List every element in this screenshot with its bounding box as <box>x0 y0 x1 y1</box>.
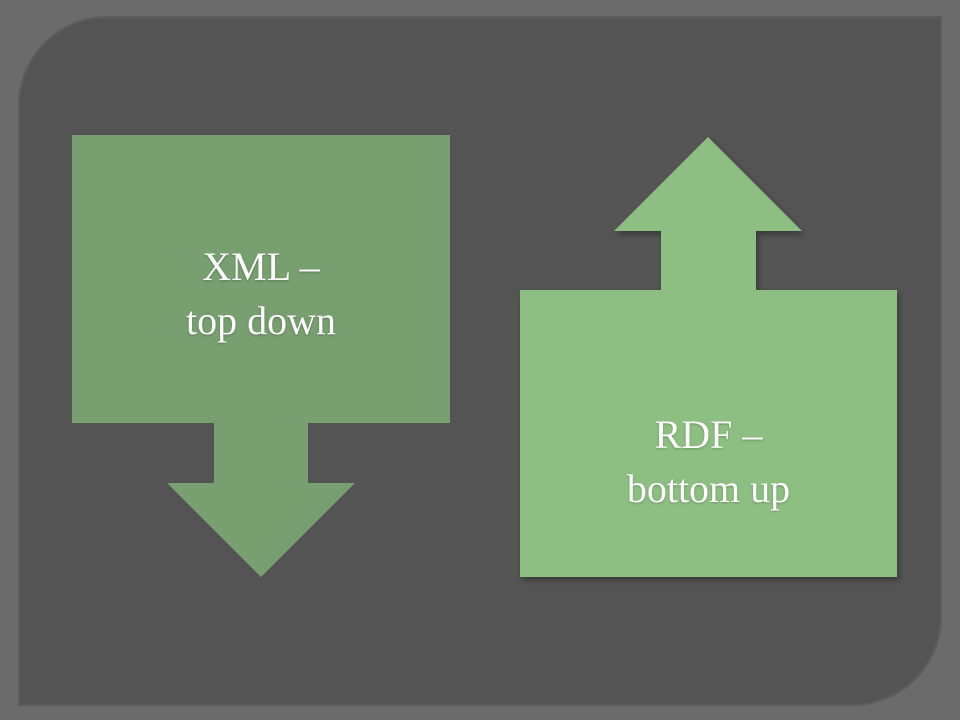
rdf-up-arrow-callout <box>520 137 897 577</box>
xml-label-line1: XML – <box>202 244 320 289</box>
rdf-label-line2: bottom up <box>626 466 791 511</box>
rdf-label-line1: RDF – <box>654 412 763 457</box>
xml-down-arrow-callout <box>72 135 450 577</box>
xml-label: XML – top down <box>72 240 450 348</box>
rdf-label: RDF – bottom up <box>520 408 897 516</box>
xml-label-line2: top down <box>186 298 336 343</box>
